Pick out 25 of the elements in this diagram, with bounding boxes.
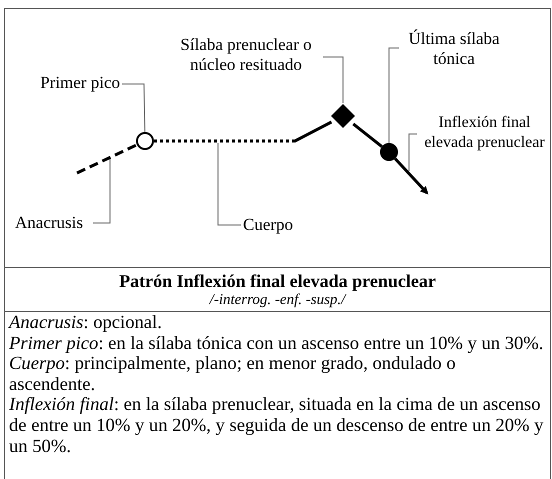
leader-line (322, 56, 344, 104)
description-paragraph: Anacrusis: opcional. (9, 313, 163, 334)
filled-circle-marker (380, 143, 398, 161)
contour-arrow (394, 158, 428, 194)
callout-label: Anacrusis (15, 213, 91, 233)
callout-label: Sílaba prenuclear o núcleo resituado (171, 35, 321, 75)
leader-line (408, 134, 418, 172)
open-circle-marker (136, 132, 154, 150)
callout-label: Primer pico (33, 73, 120, 93)
pattern-title: Patrón Inflexión final elevada prenuclear (118, 271, 437, 291)
description-paragraph: Inflexión final: en la sílaba prenuclear, situada en la cima de un ascenso de entre un 10% y un 20%, y seguida de un descenso de entre un 20% y un 50%. (9, 395, 544, 458)
leader-line (92, 158, 110, 224)
diamond-marker (331, 104, 355, 128)
callout-label: Última sílaba tónica (401, 29, 507, 69)
contour-line (352, 122, 383, 148)
callout-label: Cuerpo (243, 215, 305, 235)
pattern-features: /-interrog. -enf. -susp./ (208, 291, 348, 309)
description-paragraph: Primer pico: en la sílaba tónica con un ascenso entre un 10% y un 30%. (9, 334, 544, 354)
contour-line (76, 143, 138, 174)
callout-label: Inflexión final elevada prenuclear (419, 113, 550, 153)
description-paragraph: Cuerpo: principalmente, plano; en menor grado, ondulado o ascendente. (9, 354, 457, 396)
leader-line (122, 84, 146, 132)
leader-line (388, 48, 400, 144)
leader-line (218, 142, 242, 226)
contour-line (154, 120, 332, 142)
